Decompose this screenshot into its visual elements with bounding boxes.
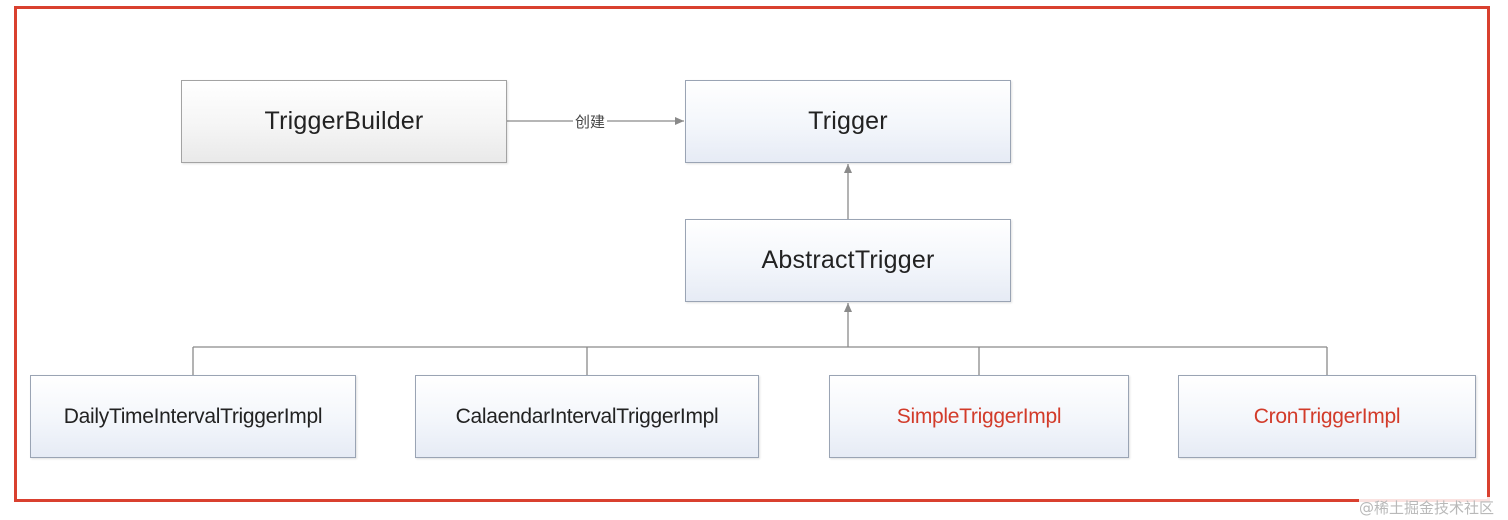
node-label: TriggerBuilder <box>264 107 424 135</box>
node-daily-time-interval-trigger-impl: DailyTimeIntervalTriggerImpl <box>30 375 356 458</box>
node-simple-trigger-impl: SimpleTriggerImpl <box>829 375 1129 458</box>
node-label: AbstractTrigger <box>761 246 935 274</box>
watermark: @稀土掘金技术社区 <box>1358 497 1494 518</box>
node-label: SimpleTriggerImpl <box>896 404 1062 428</box>
node-trigger: Trigger <box>685 80 1011 163</box>
node-label: CalaendarIntervalTriggerImpl <box>455 404 719 428</box>
node-trigger-builder: TriggerBuilder <box>181 80 507 163</box>
create-edge-label: 创建 <box>573 111 608 132</box>
node-label: DailyTimeIntervalTriggerImpl <box>63 404 323 428</box>
node-label: Trigger <box>808 107 888 135</box>
node-calendar-interval-trigger-impl: CalaendarIntervalTriggerImpl <box>415 375 759 458</box>
node-label: CronTriggerImpl <box>1253 404 1401 428</box>
node-abstract-trigger: AbstractTrigger <box>685 219 1011 302</box>
node-cron-trigger-impl: CronTriggerImpl <box>1178 375 1476 458</box>
